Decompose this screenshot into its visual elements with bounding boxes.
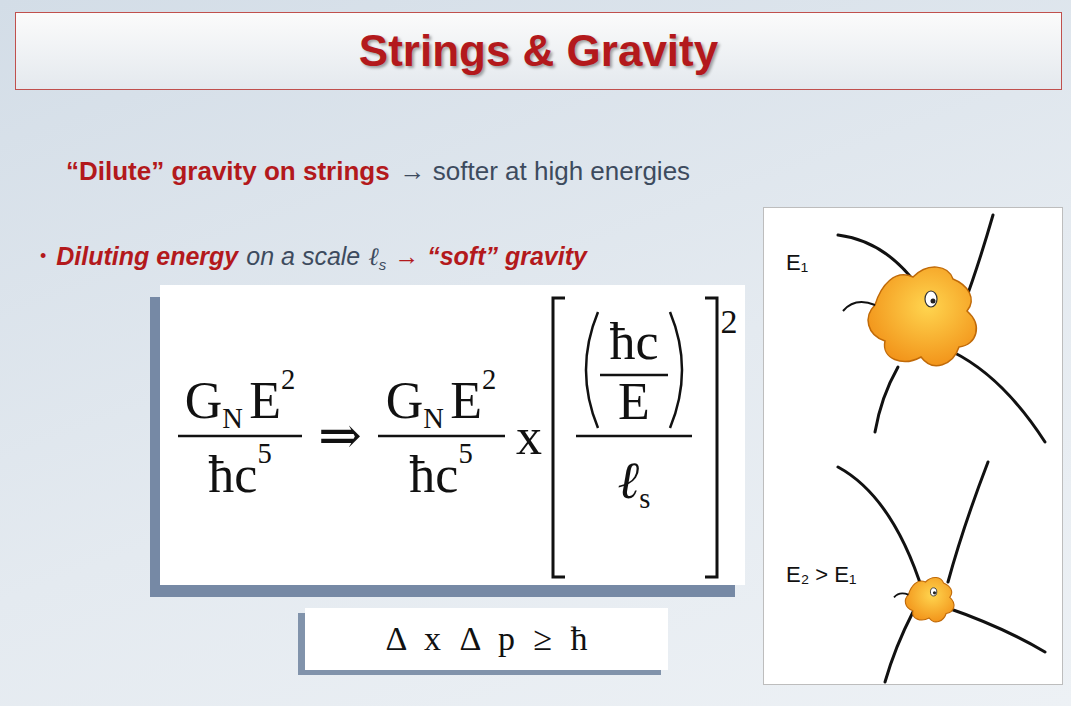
- slide-text: → softer at high energies: [400, 156, 691, 186]
- blob-body: [905, 578, 954, 622]
- formula-symbol: E: [450, 372, 482, 429]
- energy-label: E₂ > E₁: [786, 562, 856, 588]
- formula-term: GNE2: [185, 366, 296, 433]
- formula-term: ħc5: [409, 440, 472, 501]
- fraction-bar: [178, 435, 302, 438]
- blob-eye: [930, 588, 936, 596]
- slide-title: Strings & Gravity: [359, 26, 718, 76]
- string-line: [875, 367, 898, 432]
- blob-pupil: [931, 299, 936, 304]
- string-line: [953, 352, 1045, 442]
- formula-term: GNE2: [386, 366, 497, 433]
- formula-symbol: ⇒: [318, 407, 362, 464]
- formula-term: 2: [721, 290, 738, 342]
- slide-text: ℓ: [368, 243, 378, 270]
- formula-box: GNE2ħc5⇒GNE2ħc5xħcEℓs2: [160, 285, 745, 585]
- formula-term: ⇒: [318, 410, 362, 462]
- text-line: • Diluting energy on a scale ℓs → “soft” grav…: [40, 242, 587, 273]
- formula-symbol: G: [386, 372, 424, 429]
- blob-tail: [843, 302, 875, 311]
- formula-symbol: E: [618, 373, 650, 430]
- energy-label: E₁: [786, 250, 808, 276]
- slide-text: “soft” gravity: [427, 242, 587, 270]
- energy-blob: [894, 578, 954, 622]
- formula-symbol: N: [222, 403, 243, 434]
- formula-symbol: 2: [721, 303, 738, 340]
- formula-symbol: 5: [458, 438, 472, 469]
- illustration-box: E₁ E₂ > E₁: [763, 207, 1063, 685]
- text-line: “Dilute” gravity on strings → softer at h…: [66, 156, 690, 187]
- illustration-panel: [763, 207, 1063, 685]
- formula-term: x: [516, 411, 542, 463]
- formula-symbol: ħc: [208, 445, 257, 502]
- blob-eye: [925, 291, 937, 307]
- blob-body: [868, 267, 976, 366]
- fraction-bar: [576, 435, 692, 438]
- string-line: [885, 612, 913, 682]
- blob-tail: [894, 593, 908, 597]
- uncertainty-relation: Δ x Δ p ≥ ħ: [385, 620, 587, 658]
- formula-term: ħc: [609, 316, 658, 368]
- formula-symbol: ħc: [409, 445, 458, 502]
- string-illustration: [838, 215, 1045, 682]
- formula-symbol: G: [185, 372, 223, 429]
- formula-symbol: 2: [482, 364, 496, 395]
- formula-term: ℓs: [618, 455, 651, 514]
- title-banner: Strings & Gravity: [15, 12, 1062, 90]
- parenthesis: [670, 312, 682, 428]
- fraction-bar: [378, 435, 505, 438]
- formula-symbol: N: [423, 403, 444, 434]
- formula-symbol: ℓ: [618, 452, 640, 509]
- slide-text: Diluting energy: [56, 242, 238, 270]
- formula-symbol: ħc: [609, 313, 658, 370]
- formula-symbol: x: [516, 408, 542, 465]
- formula-symbol: E: [249, 372, 281, 429]
- slide-text: “Dilute” gravity on strings: [66, 156, 390, 186]
- blob-pupil: [933, 591, 936, 594]
- uncertainty-box: Δ x Δ p ≥ ħ: [305, 608, 668, 670]
- energy-blob: [843, 267, 976, 366]
- slide-text: •: [40, 246, 46, 266]
- square-bracket: [705, 298, 717, 577]
- parenthesis: [586, 312, 598, 428]
- formula-panel: [160, 285, 745, 585]
- slide-text: →: [394, 242, 419, 270]
- formula-symbol: 5: [257, 438, 271, 469]
- square-bracket: [553, 298, 565, 577]
- slide-text: on a scale: [246, 242, 360, 270]
- slide-text: s: [379, 256, 387, 273]
- string-line: [948, 462, 988, 582]
- formula-symbol: 2: [281, 364, 295, 395]
- formula-term: E: [618, 376, 650, 428]
- formula-term: ħc5: [208, 440, 271, 501]
- formula-symbol: s: [639, 483, 650, 514]
- string-line: [945, 607, 1045, 652]
